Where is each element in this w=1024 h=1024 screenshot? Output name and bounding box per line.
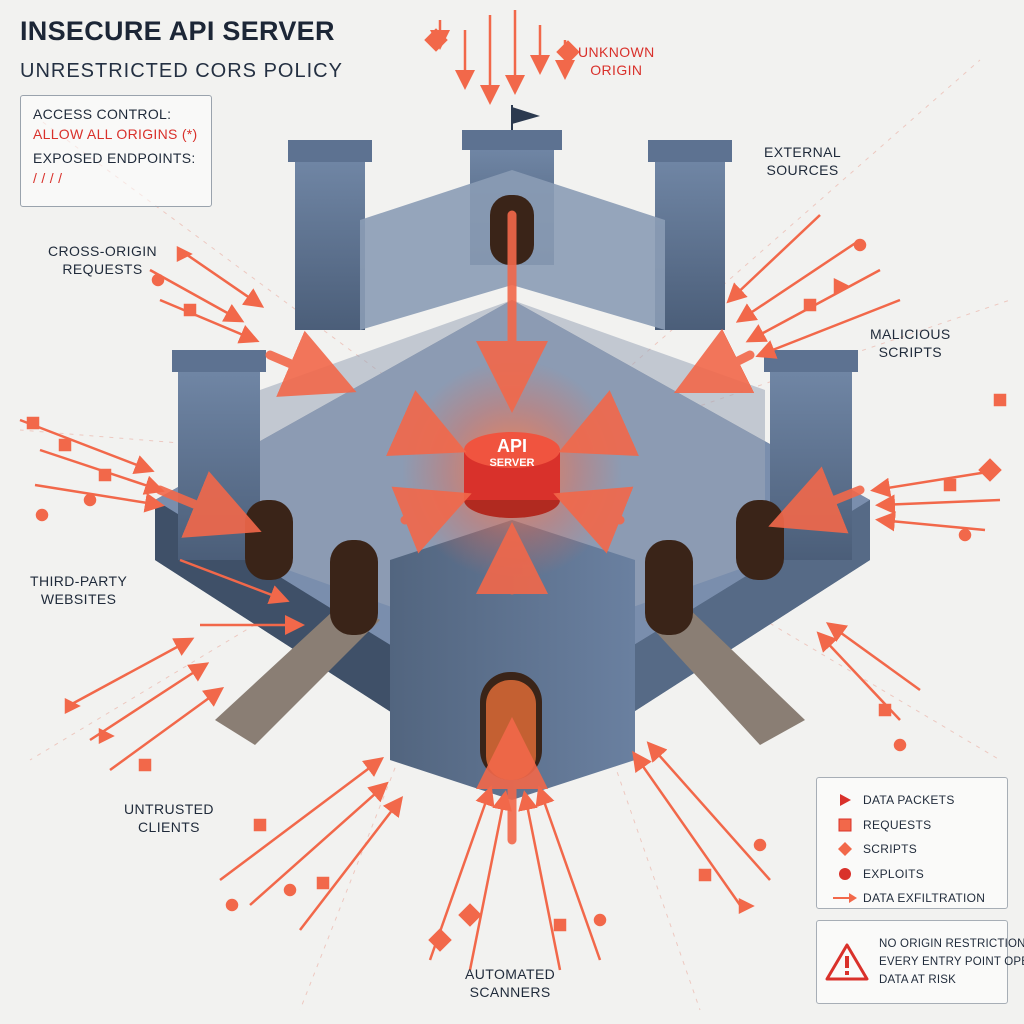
label-line: UNTRUSTED <box>124 801 214 817</box>
api-server-core <box>464 432 560 518</box>
label-automated-scanners: AUTOMATED SCANNERS <box>465 965 555 1001</box>
legend-label: EXPLOITS <box>863 866 925 881</box>
access-control-box: ACCESS CONTROL: ALLOW ALL ORIGINS (*) EX… <box>20 95 212 207</box>
label-line: ORIGIN <box>590 62 643 78</box>
api-server-label: API SERVER <box>464 436 560 470</box>
legend-label: DATA PACKETS <box>863 793 955 808</box>
legend-label: DATA EXFILTRATION <box>863 891 986 906</box>
label-line: MALICIOUS <box>870 326 951 342</box>
drawbridges <box>215 600 805 745</box>
legend-item: DATA EXFILTRATION <box>827 886 997 911</box>
warning-line: DATA AT RISK <box>879 974 956 986</box>
access-control-value: ALLOW ALL ORIGINS (*) <box>33 126 198 142</box>
triangle-icon <box>840 794 851 807</box>
warning-icon <box>825 943 869 981</box>
exposed-endpoints-label: EXPOSED ENDPOINTS: <box>33 150 196 166</box>
legend-label: REQUESTS <box>863 817 932 832</box>
label-line: THIRD-PARTY <box>30 573 128 589</box>
label-line: UNKNOWN <box>578 44 655 60</box>
incoming-traffic <box>19 10 1007 971</box>
warning-line: NO ORIGIN RESTRICTIONS <box>879 938 1024 950</box>
api-server-label-line2: SERVER <box>489 457 535 469</box>
page-subtitle: UNRESTRICTED CORS POLICY <box>20 60 343 82</box>
label-malicious-scripts: MALICIOUS SCRIPTS <box>870 325 951 361</box>
label-line: REQUESTS <box>62 261 143 277</box>
label-third-party-websites: THIRD-PARTY WEBSITES <box>30 572 127 608</box>
legend-item: SCRIPTS <box>827 837 997 862</box>
warning-line: EVERY ENTRY POINT OPEN <box>879 956 1024 968</box>
legend-label: SCRIPTS <box>863 842 918 857</box>
label-line: AUTOMATED <box>465 966 556 982</box>
label-line: CROSS-ORIGIN <box>48 243 158 259</box>
circle-icon <box>839 867 851 880</box>
square-icon <box>838 818 852 832</box>
label-untrusted-clients: UNTRUSTED CLIENTS <box>124 800 214 836</box>
label-line: CLIENTS <box>138 819 200 835</box>
label-line: SCRIPTS <box>878 344 943 360</box>
legend-item: DATA PACKETS <box>827 788 997 813</box>
legend: DATA PACKETS REQUESTS SCRIPTS EXPLOITS D… <box>816 777 1008 909</box>
label-line: EXTERNAL <box>764 144 842 160</box>
label-line: SCANNERS <box>469 984 551 1000</box>
api-server-label-line1: API <box>496 436 527 456</box>
label-external-sources: EXTERNAL SOURCES <box>764 143 841 179</box>
access-control-label: ACCESS CONTROL: <box>33 106 172 122</box>
label-unknown-origin: UNKNOWN ORIGIN <box>578 43 655 79</box>
label-cross-origin-requests: CROSS-ORIGIN REQUESTS <box>48 242 157 278</box>
label-line: WEBSITES <box>40 591 117 607</box>
legend-item: REQUESTS <box>827 813 997 838</box>
legend-item: EXPLOITS <box>827 862 997 887</box>
label-line: SOURCES <box>766 162 839 178</box>
warning-text: NO ORIGIN RESTRICTIONS EVERY ENTRY POINT… <box>879 935 1024 989</box>
page-title: INSECURE API SERVER <box>20 16 335 46</box>
diamond-icon <box>838 842 852 857</box>
arrow-icon <box>833 893 857 904</box>
warning-box: NO ORIGIN RESTRICTIONS EVERY ENTRY POINT… <box>816 920 1024 1004</box>
exposed-endpoints-value: / / / / <box>33 170 63 186</box>
internal-arrows <box>155 210 865 845</box>
